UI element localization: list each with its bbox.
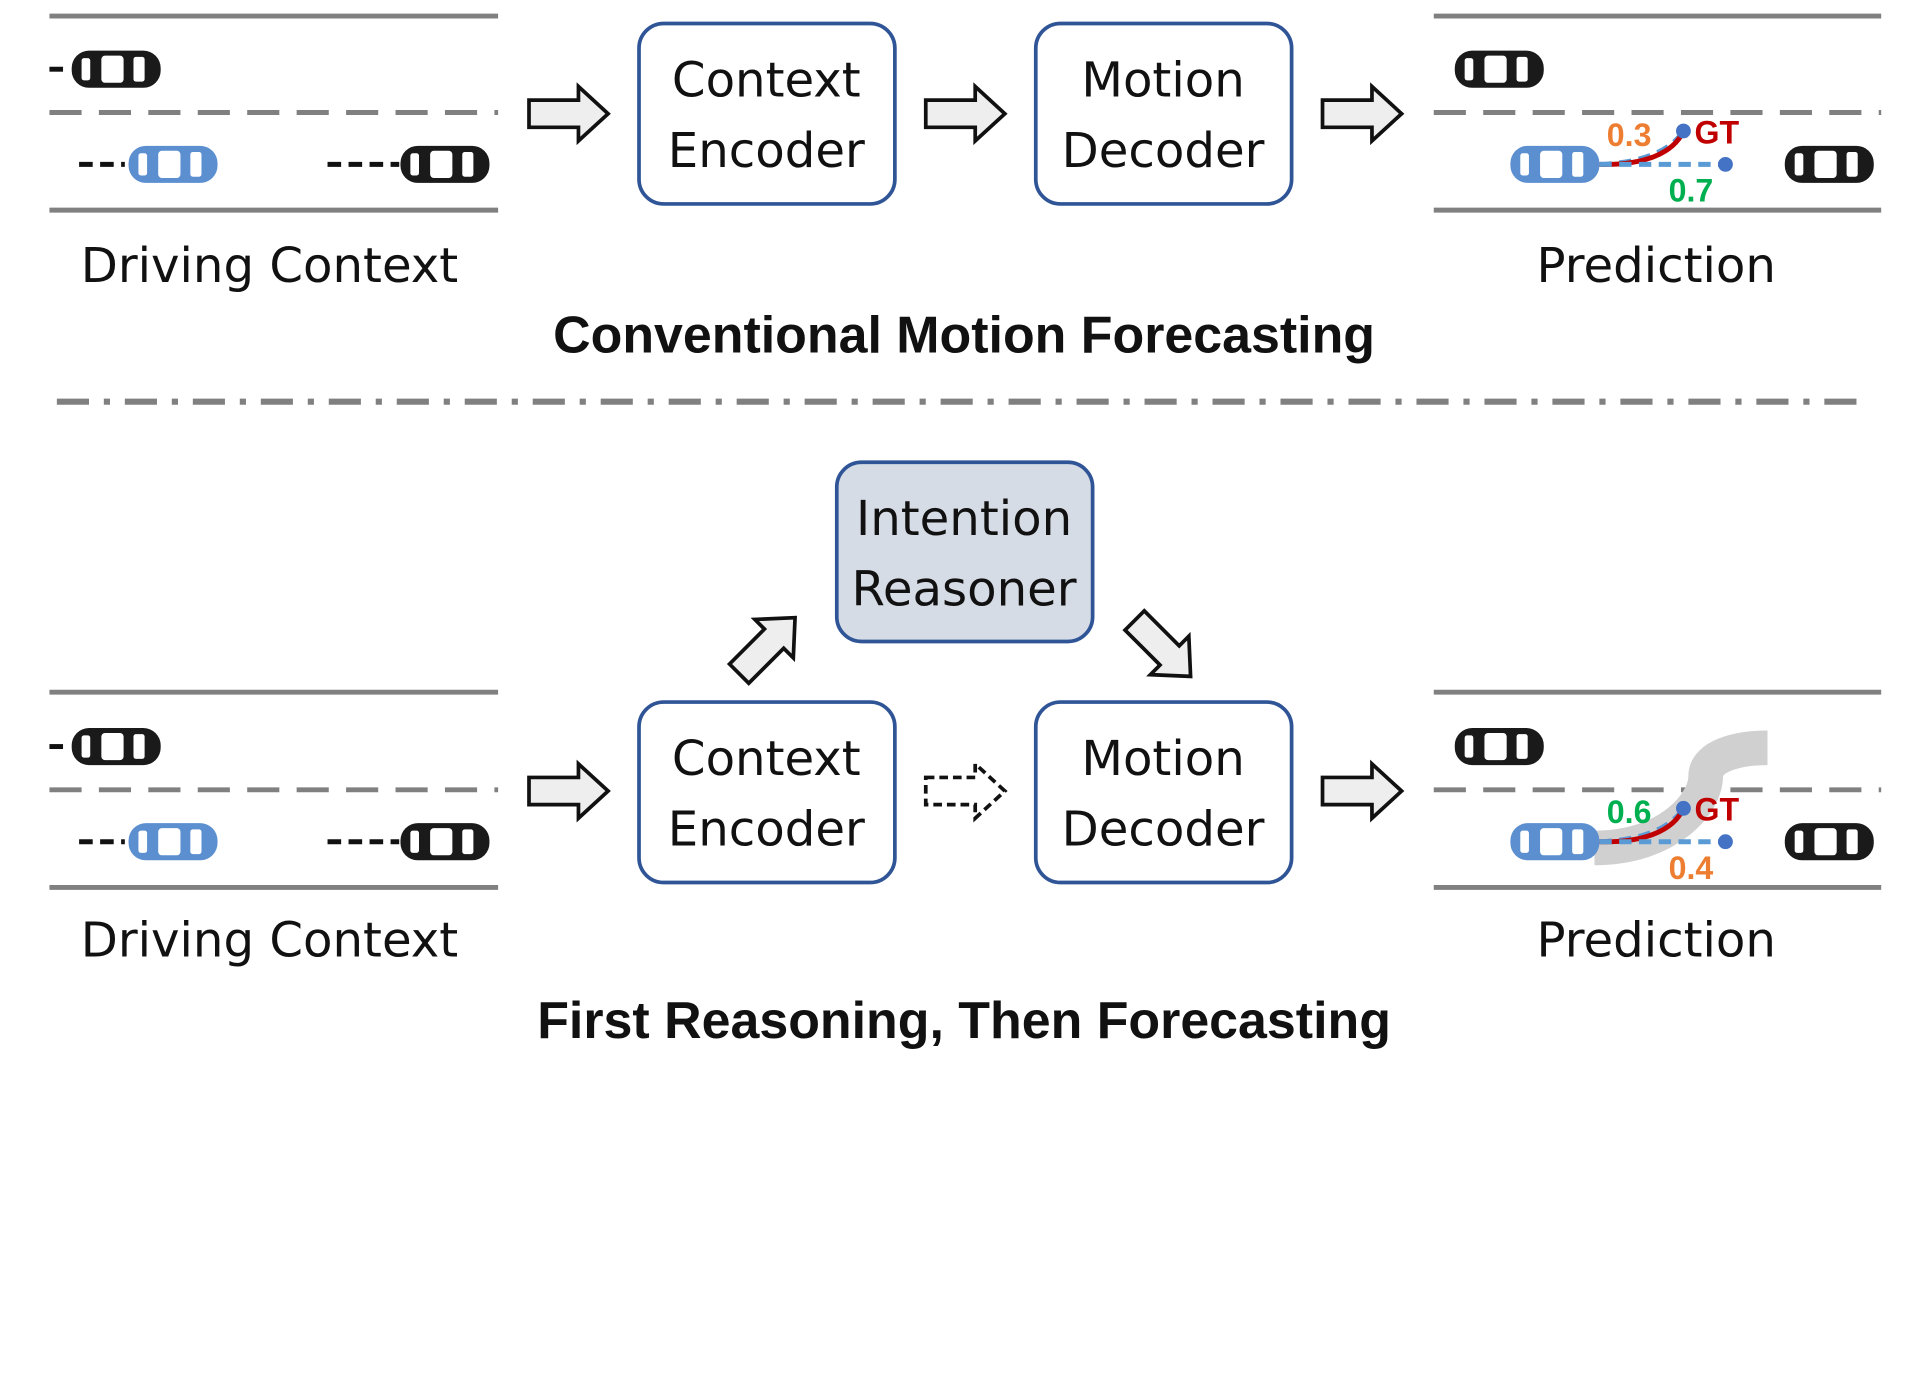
vehicle-car-icon	[400, 145, 490, 183]
vehicle-car-icon	[1784, 145, 1874, 183]
motion-decoder-label-line2: Decoder	[1062, 801, 1265, 857]
flow-arrow-icon	[923, 84, 1007, 143]
trajectory-endpoint-marker	[1676, 800, 1691, 816]
gt-label: GT	[1695, 114, 1740, 150]
bottom-section: Intention Reasoner Driving Context Conte…	[49, 460, 1882, 1050]
trajectory-endpoint-marker	[1676, 123, 1691, 139]
flow-arrow-icon	[1320, 84, 1404, 143]
top-section-title: Conventional Motion Forecasting	[553, 306, 1375, 364]
vehicle-car-icon	[1784, 823, 1874, 861]
ground-truth-trajectory	[1599, 807, 1686, 845]
context-encoder-label-line2: Encoder	[668, 801, 865, 857]
vehicle-car-icon	[71, 728, 161, 766]
bottom-context-encoder-box: Context Encoder	[637, 700, 897, 885]
turn-probability-label: 0.6	[1607, 794, 1652, 830]
flow-arrow-icon	[1320, 761, 1404, 821]
straight-probability-label: 0.7	[1669, 172, 1714, 208]
ground-truth-trajectory	[1599, 129, 1686, 167]
ego-car-icon	[128, 145, 218, 183]
ego-car-icon	[1510, 823, 1600, 861]
vehicle-car-icon	[400, 823, 490, 861]
bottom-prediction-label: Prediction	[1537, 913, 1776, 969]
flow-arrow-icon	[527, 761, 610, 821]
dashed-flow-arrow-icon	[923, 761, 1007, 821]
intention-reasoner-label-line2: Reasoner	[852, 562, 1077, 618]
bottom-prediction-scene: 0.6 GT 0.4 Prediction	[1433, 689, 1882, 969]
bottom-driving-context-label: Driving Context	[81, 913, 458, 969]
top-context-encoder-box: Context Encoder	[637, 21, 897, 206]
gt-label: GT	[1695, 792, 1740, 828]
context-encoder-label-line2: Encoder	[668, 123, 865, 179]
flow-arrow-icon	[527, 84, 610, 143]
motion-decoder-label-line2: Decoder	[1062, 123, 1265, 179]
ego-car-icon	[1510, 145, 1600, 183]
intention-reasoner-label-line1: Intention	[856, 491, 1072, 547]
motion-decoder-label-line1: Motion	[1081, 52, 1244, 108]
ego-car-icon	[128, 823, 218, 861]
vehicle-car-icon	[1454, 728, 1544, 766]
intention-reasoner-box: Intention Reasoner	[834, 460, 1095, 644]
turn-probability-label: 0.3	[1607, 117, 1652, 153]
straight-probability-label: 0.4	[1669, 850, 1714, 886]
bottom-section-title: First Reasoning, Then Forecasting	[537, 992, 1391, 1050]
diagonal-arrow-up-icon	[718, 596, 817, 695]
top-driving-context-scene: Driving Context	[49, 13, 499, 294]
bottom-motion-decoder-box: Motion Decoder	[1033, 700, 1294, 885]
trajectory-endpoint-marker	[1718, 834, 1733, 850]
top-section: Driving Context Context Encoder Motion D…	[49, 13, 1882, 364]
trajectory-endpoint-marker	[1718, 156, 1733, 172]
pipeline-diagram: Driving Context Context Encoder Motion D…	[49, 13, 1882, 1050]
vehicle-car-icon	[71, 50, 161, 88]
context-encoder-label-line1: Context	[672, 52, 861, 108]
context-encoder-label-line1: Context	[672, 731, 861, 787]
diagonal-arrow-down-icon	[1113, 599, 1212, 698]
top-motion-decoder-box: Motion Decoder	[1033, 21, 1294, 206]
top-driving-context-label: Driving Context	[81, 238, 458, 294]
top-prediction-scene: 0.3 GT 0.7 Prediction	[1433, 13, 1882, 294]
motion-decoder-label-line1: Motion	[1081, 731, 1244, 787]
bottom-driving-context-scene: Driving Context	[49, 689, 499, 969]
vehicle-car-icon	[1454, 50, 1544, 88]
top-prediction-label: Prediction	[1537, 238, 1776, 294]
